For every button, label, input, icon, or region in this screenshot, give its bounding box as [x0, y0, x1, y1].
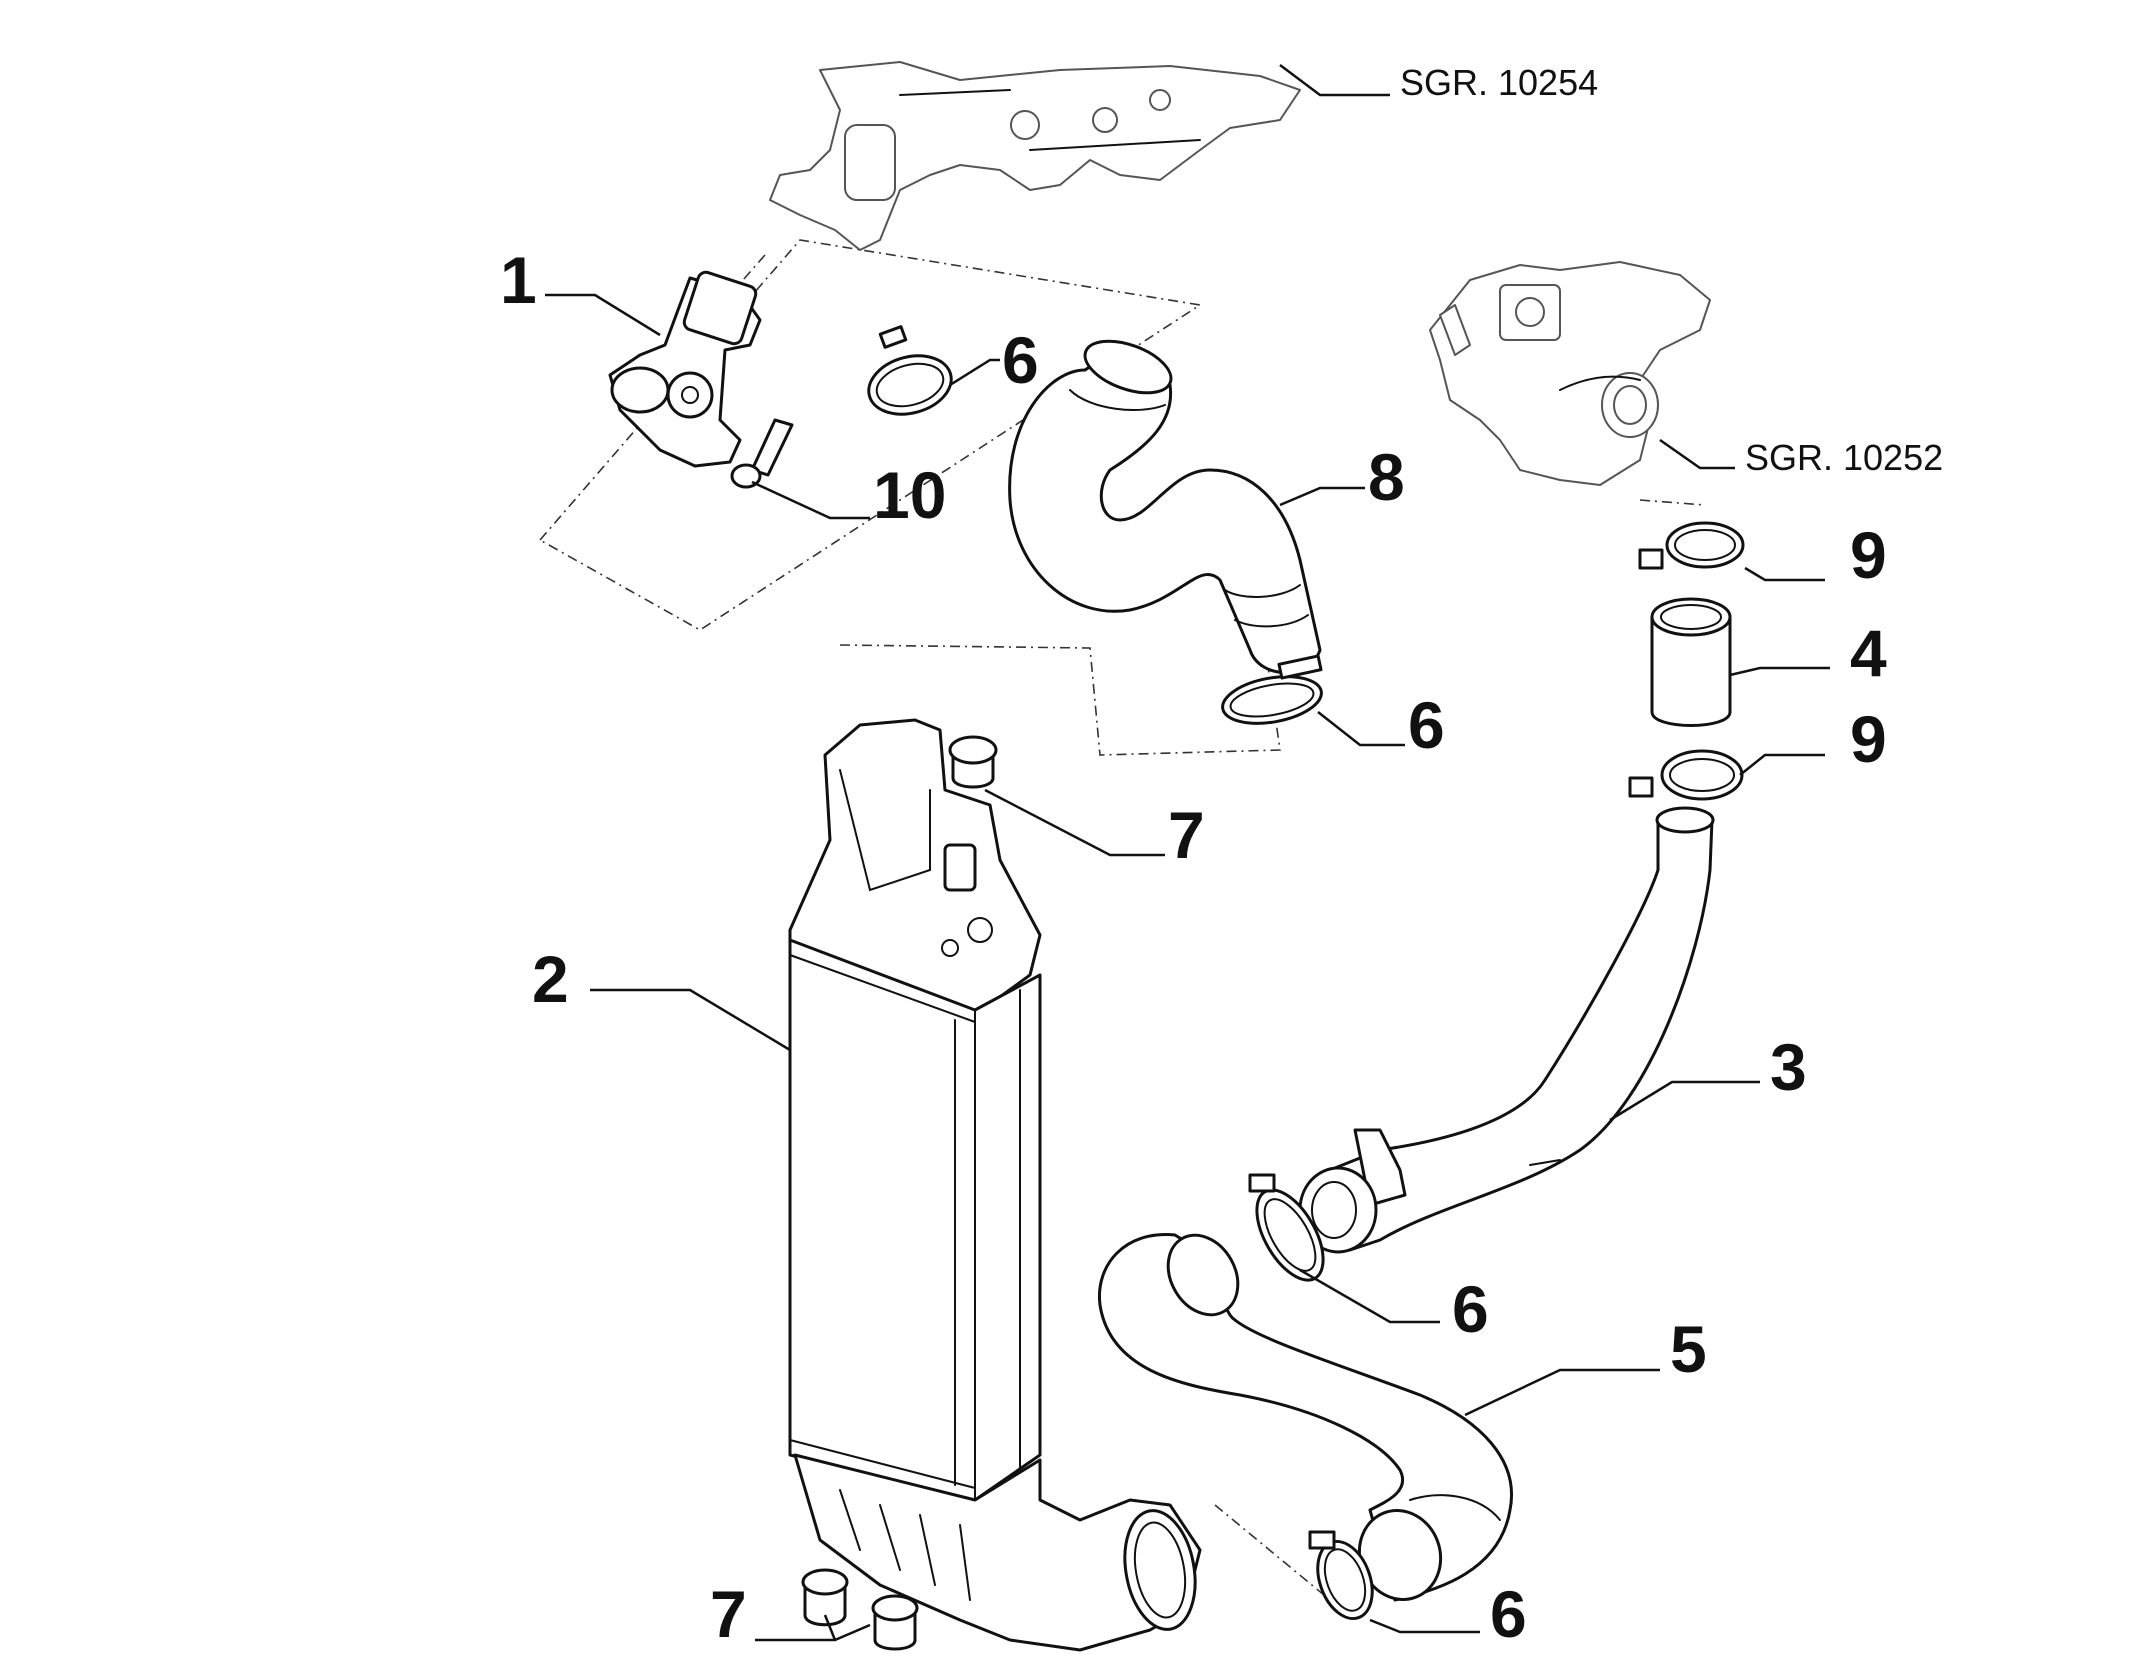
sgr-10252-reference: SGR. 10252	[1745, 437, 1943, 478]
hose-s-bend-part	[1008, 339, 1322, 674]
hose-clamp-pipe3	[1248, 1173, 1325, 1282]
callout-6-upper: 6	[1002, 323, 1039, 397]
leader-8	[1279, 486, 1365, 507]
clamp-9-lower	[1628, 749, 1744, 801]
ref-leader-10252	[1659, 438, 1735, 470]
leader-5	[1464, 1368, 1660, 1417]
clamp-9-upper	[1638, 521, 1745, 570]
pipe-3-part	[1298, 806, 1715, 1254]
leader-6c	[1299, 1268, 1440, 1324]
leader-7b	[755, 1623, 871, 1642]
callout-5: 5	[1670, 1312, 1707, 1386]
callout-6-middle: 6	[1408, 688, 1445, 762]
hose-clamp-upper	[867, 325, 953, 416]
leader-6a	[949, 358, 1000, 387]
hose-clamp-hose8	[1221, 654, 1323, 725]
grommet-bottom-left	[801, 1568, 849, 1627]
callout-8: 8	[1368, 440, 1405, 514]
leader-3	[1609, 1080, 1760, 1122]
turbocharger-ref	[1429, 261, 1711, 486]
leader-6b	[1317, 711, 1405, 747]
callout-3: 3	[1770, 1030, 1807, 1104]
sleeve-part	[1650, 597, 1732, 727]
hose-5-part	[1097, 1233, 1513, 1602]
callout-9-upper: 9	[1850, 518, 1887, 592]
leader-9a	[1744, 566, 1825, 582]
intercooler-part	[788, 718, 1202, 1652]
grommet-top	[948, 735, 998, 789]
intake-manifold-ref	[769, 61, 1301, 251]
throttle-body-part	[608, 270, 762, 468]
leader-6d	[1369, 1618, 1480, 1634]
leader-4	[1729, 666, 1830, 677]
leader-1	[545, 293, 661, 337]
callout-6-lower-middle: 6	[1452, 1272, 1489, 1346]
callout-4: 4	[1850, 616, 1887, 690]
leader-7a	[984, 788, 1165, 857]
grommet-bottom-right	[871, 1594, 919, 1651]
callout-7-top: 7	[1168, 798, 1205, 872]
hose-clamp-bottom	[1308, 1530, 1374, 1621]
callout-7-bottom: 7	[710, 1577, 747, 1651]
callout-9-lower: 9	[1850, 702, 1887, 776]
callout-10: 10	[873, 458, 946, 532]
leader-7b-branch	[823, 1614, 837, 1641]
callout-6-bottom: 6	[1490, 1577, 1527, 1651]
callout-1: 1	[500, 243, 537, 317]
leader-9b	[1739, 753, 1825, 776]
screw-part	[730, 418, 794, 489]
sgr-10254-reference: SGR. 10254	[1400, 62, 1598, 103]
ref-leader-10254	[1279, 64, 1390, 97]
callout-2: 2	[532, 942, 569, 1016]
leader-2	[590, 988, 791, 1052]
leader-10	[751, 480, 870, 520]
